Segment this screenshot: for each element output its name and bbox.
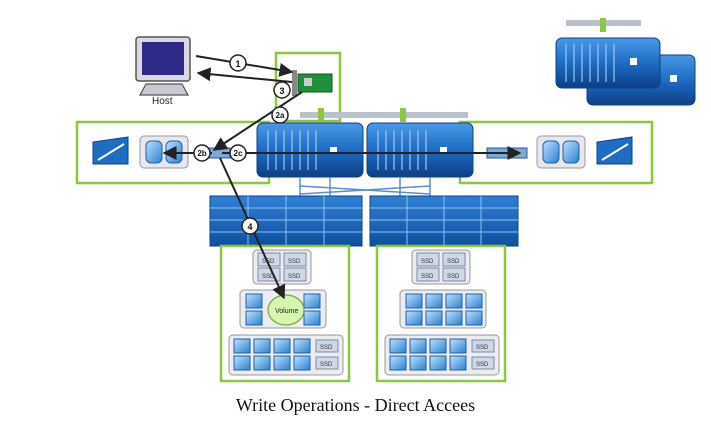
step-label-2a: 2a xyxy=(276,111,285,120)
left-disk-shelf-icon xyxy=(209,195,363,247)
ssd-label: SSD xyxy=(421,259,434,265)
ssd-label: SSD xyxy=(447,274,460,280)
ssd-label: SSD xyxy=(262,274,275,280)
volume-label: Volume xyxy=(275,308,298,315)
step-label-2b: 2b xyxy=(197,149,206,158)
ssd-label: SSD xyxy=(288,274,301,280)
diagram-caption: Write Operations - Direct Accees xyxy=(235,395,476,415)
left-mixed-group: SSD SSD xyxy=(228,334,344,376)
ssd-label: SSD xyxy=(320,345,333,351)
right-ssd-group: SSD SSD SSD SSD xyxy=(411,249,471,285)
write-flow-arrows xyxy=(162,55,522,300)
arrow-step-2a xyxy=(212,91,303,151)
arrow-step-3 xyxy=(196,67,293,83)
step-label-2c: 2c xyxy=(234,149,243,158)
right-nic-card-icon xyxy=(596,136,633,165)
step-marker-4: 4 xyxy=(241,217,259,235)
controller-pair-icon xyxy=(256,108,474,178)
right-mixed-group: SSD SSD xyxy=(384,334,500,376)
host-computer-icon xyxy=(135,36,191,96)
left-aggregate-frame xyxy=(219,244,351,383)
ssd-label: SSD xyxy=(421,274,434,280)
step-marker-2b: 2b xyxy=(193,144,211,162)
step-label-3: 3 xyxy=(279,86,284,96)
standalone-controllers-icon xyxy=(555,18,696,106)
step-marker-1: 1 xyxy=(229,54,247,72)
volume-icon xyxy=(267,294,305,326)
right-hdd-group xyxy=(399,289,487,329)
step-marker-2c: 2c xyxy=(229,144,247,162)
right-aggregate-frame xyxy=(375,244,507,383)
step-label-4: 4 xyxy=(247,222,252,232)
left-nic-card-icon xyxy=(92,136,129,165)
ssd-label: SSD xyxy=(320,362,333,368)
ssd-label: SSD xyxy=(288,259,301,265)
host-label: Host xyxy=(152,96,173,107)
ssd-label: SSD xyxy=(476,345,489,351)
step-label-1: 1 xyxy=(235,59,240,69)
right-disk-shelf-icon xyxy=(369,195,519,247)
right-disk-pair-icon xyxy=(536,135,586,169)
ssd-label: SSD xyxy=(447,259,460,265)
step-marker-2a: 2a xyxy=(271,106,289,124)
step-marker-3: 3 xyxy=(273,81,291,99)
left-ssd-group: SSD SSD SSD SSD xyxy=(252,249,312,285)
cross-connect-cables xyxy=(299,178,431,196)
ssd-label: SSD xyxy=(476,362,489,368)
hba-card-icon xyxy=(292,70,333,96)
